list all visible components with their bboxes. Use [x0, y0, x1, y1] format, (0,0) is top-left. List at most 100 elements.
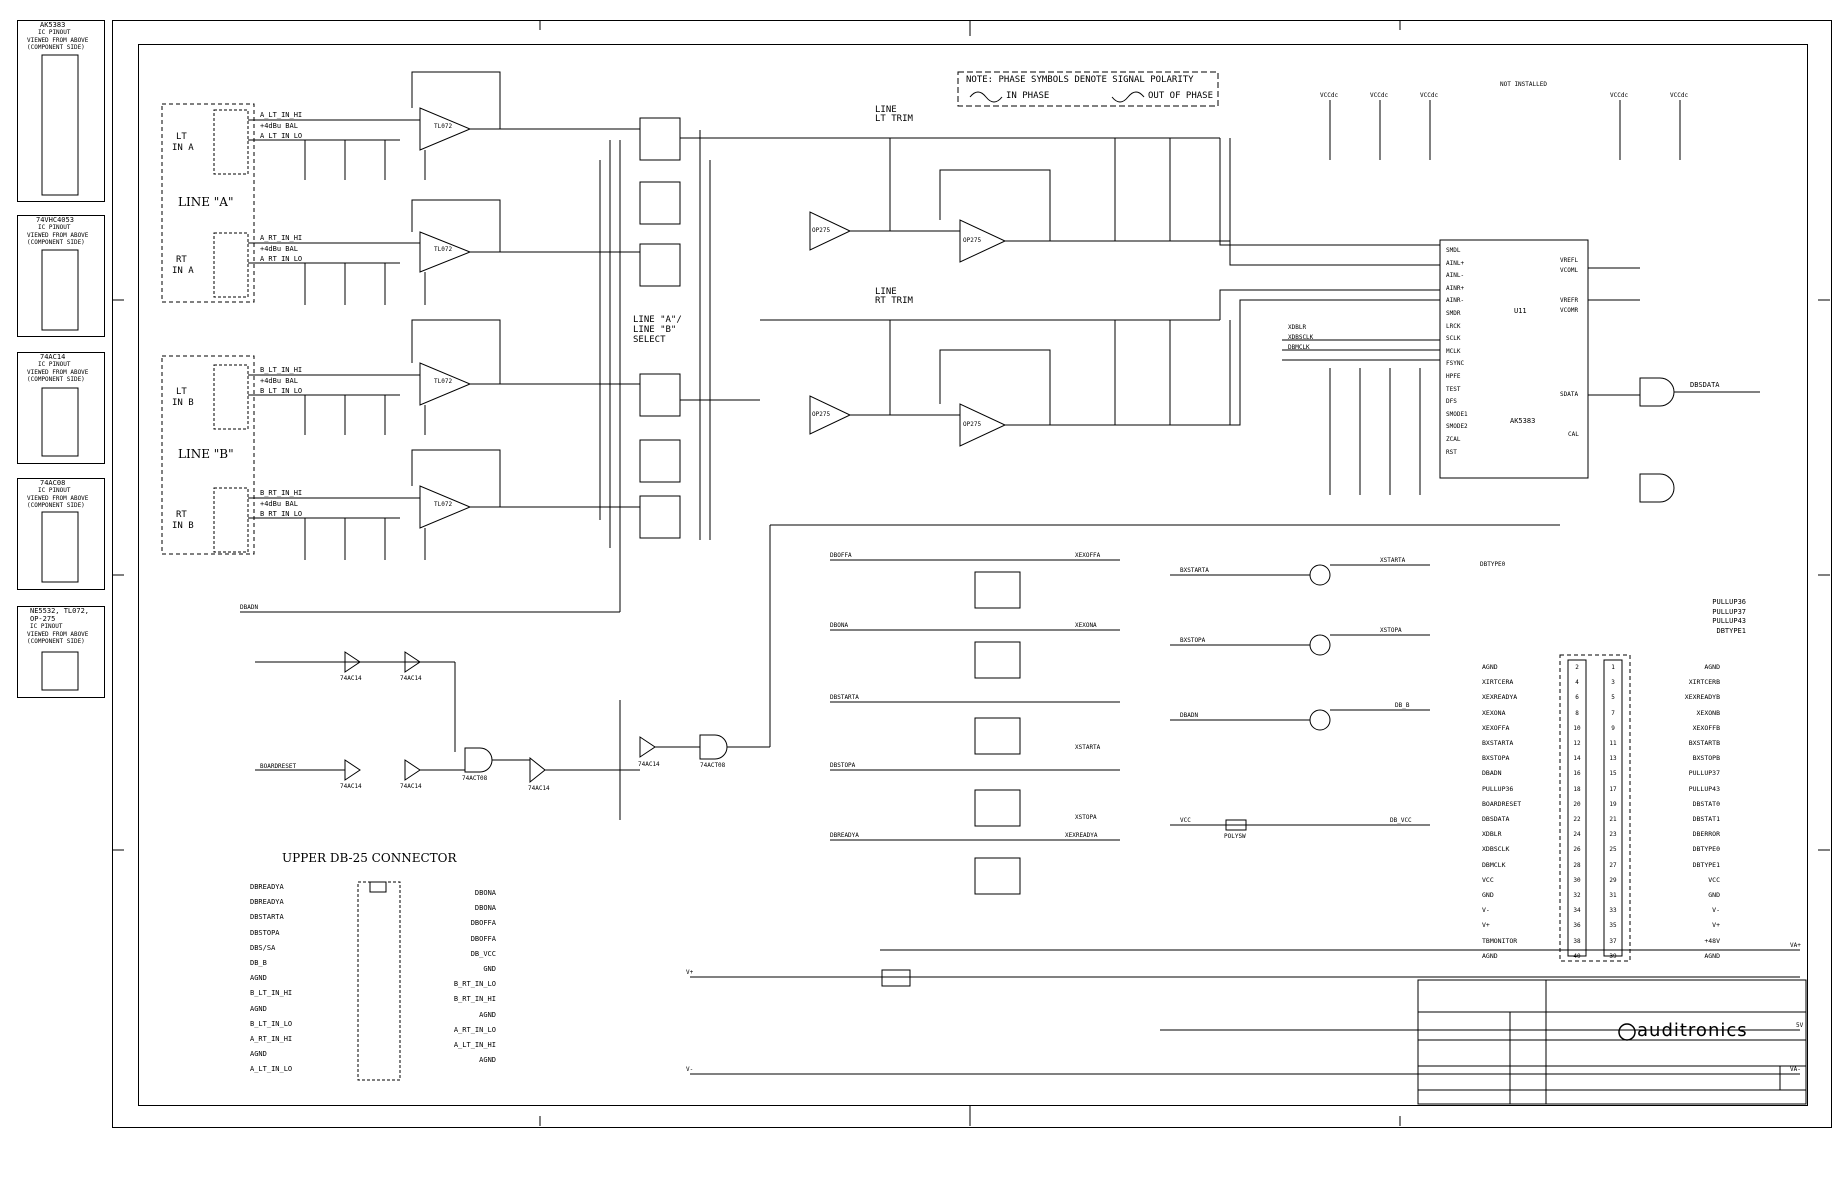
input-sub: IN A — [172, 143, 194, 153]
dbadn-label: DBADN — [240, 604, 259, 611]
phase-note-in: IN PHASE — [1006, 91, 1050, 101]
opamp-label: TL072 — [434, 501, 453, 508]
input-label: A_LT_IN_HI — [260, 111, 303, 119]
q-out: XSTARTA — [1380, 557, 1406, 564]
pinout-panel-ac08 — [17, 478, 105, 590]
fuse-label: POLYSW — [1224, 833, 1246, 840]
phase-note-out: OUT OF PHASE — [1148, 91, 1214, 101]
opto-in: DBSTOPA — [830, 762, 856, 769]
pinout-title2: OP-275 — [30, 615, 56, 623]
vcc-label: VCCdc — [1670, 92, 1689, 99]
gate-label: 74AC14 — [400, 783, 422, 790]
phase-note: NOTE: PHASE SYMBOLS DENOTE SIGNAL POLARI… — [966, 75, 1194, 85]
opamp-label: OP275 — [812, 227, 831, 234]
opamp-label: OP275 — [963, 237, 982, 244]
opto-in: DBOFFA — [830, 552, 852, 559]
input-lo: A_LT_IN_LO — [260, 132, 303, 140]
lt-trim-2: LT TRIM — [875, 114, 913, 124]
pinout-subtitle: IC PINOUT — [30, 623, 63, 630]
line-select-1: LINE "A"/ — [633, 315, 682, 325]
q-in: DBADN — [1180, 712, 1199, 719]
adc-part: AK5383 — [1510, 417, 1536, 425]
q-in: BXSTARTA — [1180, 567, 1209, 574]
opto-out: XSTARTA — [1075, 744, 1101, 751]
pinout-title: 74VHC4053 — [36, 216, 74, 224]
pinout-title: 74AC08 — [40, 479, 66, 487]
rail-label: V+ — [686, 969, 694, 976]
clk-input: XDBSCLK — [1288, 334, 1314, 341]
pinout-note2: (COMPONENT SIDE) — [27, 44, 85, 51]
pinout-title: NE5532, TL072, — [30, 607, 90, 615]
adc-pin: VREFL — [1560, 257, 1579, 264]
rail-label: 5V — [1796, 1022, 1804, 1029]
pinout-note: VIEWED FROM ABOVE — [27, 232, 89, 239]
adc-pin: VCOMR — [1560, 307, 1579, 314]
q-out: DB_B — [1395, 702, 1410, 709]
pinout-title: 74AC14 — [40, 353, 66, 361]
pinout-subtitle: IC PINOUT — [38, 224, 71, 231]
gate-label: 74AC14 — [400, 675, 422, 682]
gate-label: 74AC14 — [340, 783, 362, 790]
inner-border — [138, 44, 1808, 1106]
input-bal: +4dBu BAL — [260, 245, 298, 253]
adc-pin: VCOML — [1560, 267, 1579, 274]
rail-label: V- — [686, 1066, 694, 1073]
gate-label: 74ACT08 — [700, 762, 726, 769]
pinout-note2: (COMPONENT SIDE) — [27, 638, 85, 645]
opamp-label: TL072 — [434, 246, 453, 253]
lt-trim-1: LINE — [875, 105, 897, 115]
pinout-note: VIEWED FROM ABOVE — [27, 495, 89, 502]
vcc-label: VCCdc — [1420, 92, 1439, 99]
rt-trim-1: LINE — [875, 287, 897, 297]
input-side: RT — [176, 255, 187, 265]
company-logo: auditronics — [1637, 1020, 1748, 1041]
pinout-subtitle: IC PINOUT — [38, 361, 71, 368]
input-label: A_RT_IN_HI — [260, 234, 303, 242]
input-lo: A_RT_IN_LO — [260, 255, 303, 263]
input-sub: IN B — [172, 398, 194, 408]
gate-label: 74AC14 — [528, 785, 550, 792]
adc-name: U11 — [1514, 307, 1527, 315]
opamp-label: TL072 — [434, 378, 453, 385]
drawing-border — [112, 20, 1832, 1128]
pinout-note2: (COMPONENT SIDE) — [27, 239, 85, 246]
input-side: LT — [176, 387, 187, 397]
line-select-3: SELECT — [633, 335, 666, 345]
input-lo: B_LT_IN_LO — [260, 387, 303, 395]
opamp-label: OP275 — [963, 421, 982, 428]
input-side: RT — [176, 510, 187, 520]
q-out: XSTOPA — [1380, 627, 1402, 634]
adc-pin: CAL — [1568, 431, 1579, 438]
rail-label: VA+ — [1790, 942, 1801, 949]
input-label: B_LT_IN_HI — [260, 366, 303, 374]
opamp-label: OP275 — [812, 411, 831, 418]
input-bal: +4dBu BAL — [260, 377, 298, 385]
pinout-title: AK5383 — [40, 21, 66, 29]
gate-label: 74ACT08 — [462, 775, 488, 782]
input-side: LT — [176, 132, 187, 142]
board-reset: BOARDRESET — [260, 763, 297, 770]
rail-label: VA- — [1790, 1066, 1801, 1073]
input-label: B_RT_IN_HI — [260, 489, 303, 497]
line-b-label: LINE "B" — [178, 447, 234, 461]
opto-in: DBSTARTA — [830, 694, 859, 701]
opto-in: DBONA — [830, 622, 849, 629]
pinout-panel-4053 — [17, 215, 105, 337]
rt-trim-2: RT TRIM — [875, 296, 913, 306]
vcc-label: VCCdc — [1370, 92, 1389, 99]
q-in: BXSTOPA — [1180, 637, 1206, 644]
pinout-note: VIEWED FROM ABOVE — [27, 369, 89, 376]
input-sub: IN B — [172, 521, 194, 531]
input-lo: B_RT_IN_LO — [260, 510, 303, 518]
dbvcc-in: VCC — [1180, 817, 1191, 824]
not-installed: NOT INSTALLED — [1500, 81, 1547, 88]
adc-pin: SDATA — [1560, 391, 1579, 398]
